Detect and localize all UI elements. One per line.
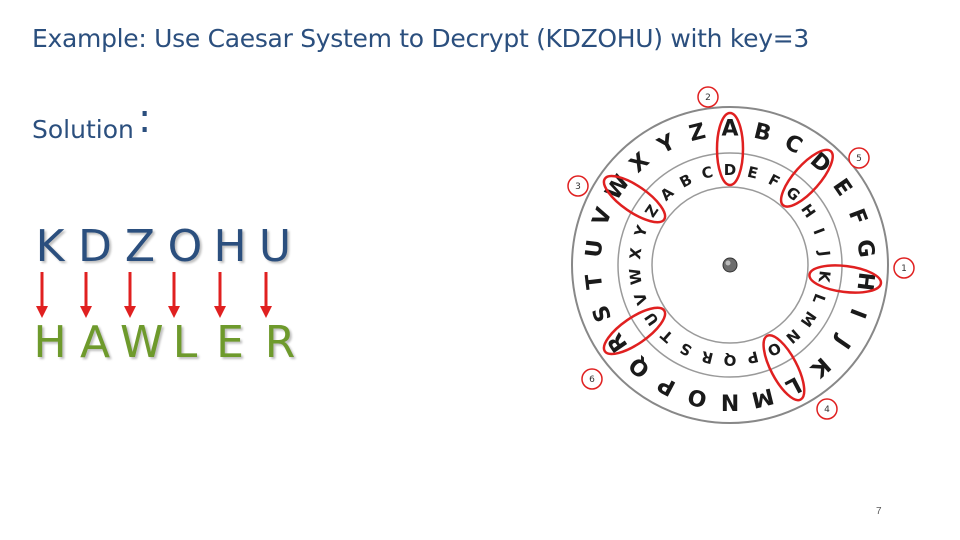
cipher-letter: D (78, 221, 112, 272)
wheel-outer-letter: T (582, 272, 609, 290)
wheel-outer-letter: Z (687, 119, 708, 147)
solution-colon: : (137, 96, 152, 142)
wheel-outer-letter: B (751, 119, 773, 147)
plain-letter: R (264, 317, 296, 368)
solution-label: Solution (32, 115, 134, 144)
wheel-inner-letter: J (815, 249, 834, 258)
step-badge-number: 6 (589, 375, 595, 385)
wheel-outer-letter: A (721, 117, 738, 142)
highlight-oval (602, 174, 667, 224)
page-number: 7 (876, 506, 882, 517)
cipher-letter: H (213, 221, 247, 272)
wheel-inner-letter: Q (724, 351, 737, 369)
plain-letter: L (172, 317, 198, 368)
cipher-letter: Z (124, 221, 156, 272)
step-badge-number: 5 (856, 154, 862, 164)
step-badge-1: 1 (893, 257, 915, 279)
wheel-outer-letter: H (851, 271, 878, 292)
wheel-inner-letter: E (746, 163, 760, 183)
step-badge-4: 4 (816, 398, 838, 420)
plain-letter: E (216, 317, 244, 368)
slide-title: Example: Use Caesar System to Decrypt (K… (32, 24, 809, 53)
highlight-oval (602, 306, 667, 356)
step-badge-3: 3 (567, 175, 589, 197)
highlight-oval (715, 111, 745, 187)
wheel-inner-letter: K (815, 270, 834, 285)
wheel-inner-letter: X (626, 246, 645, 260)
step-badge-2: 2 (697, 86, 719, 108)
cipher-letter: U (258, 221, 292, 272)
cipher-letter: O (167, 221, 203, 272)
wheel-outer-letter: G (852, 238, 879, 259)
wheel-outer-letter: N (721, 389, 739, 414)
wheel-inner-letter: R (699, 347, 715, 367)
step-badge-6: 6 (581, 368, 603, 390)
highlight-oval (779, 148, 834, 208)
step-badge-5: 5 (848, 147, 870, 169)
wheel-inner-letter: C (700, 163, 715, 183)
plain-letter: A (79, 317, 111, 368)
plain-letter: H (33, 317, 67, 368)
wheel-inner-letter: I (809, 225, 828, 237)
wheel-inner-letter: D (724, 161, 736, 179)
plain-letter: W (120, 317, 164, 368)
step-badge-number: 3 (575, 182, 581, 192)
highlight-oval (808, 264, 883, 294)
solution-heading: Solution: (32, 96, 151, 144)
wheel-inner-letter: W (626, 267, 646, 286)
step-badge-number: 4 (824, 405, 830, 415)
highlight-ovals (602, 111, 883, 402)
wheel-inner-letter: P (745, 347, 760, 367)
cipher-letter: K (35, 221, 65, 272)
wheel-outer-letter: U (582, 238, 609, 259)
step-badge-number: 1 (901, 264, 907, 274)
step-badge-number: 2 (705, 93, 711, 103)
highlight-oval (762, 334, 806, 402)
